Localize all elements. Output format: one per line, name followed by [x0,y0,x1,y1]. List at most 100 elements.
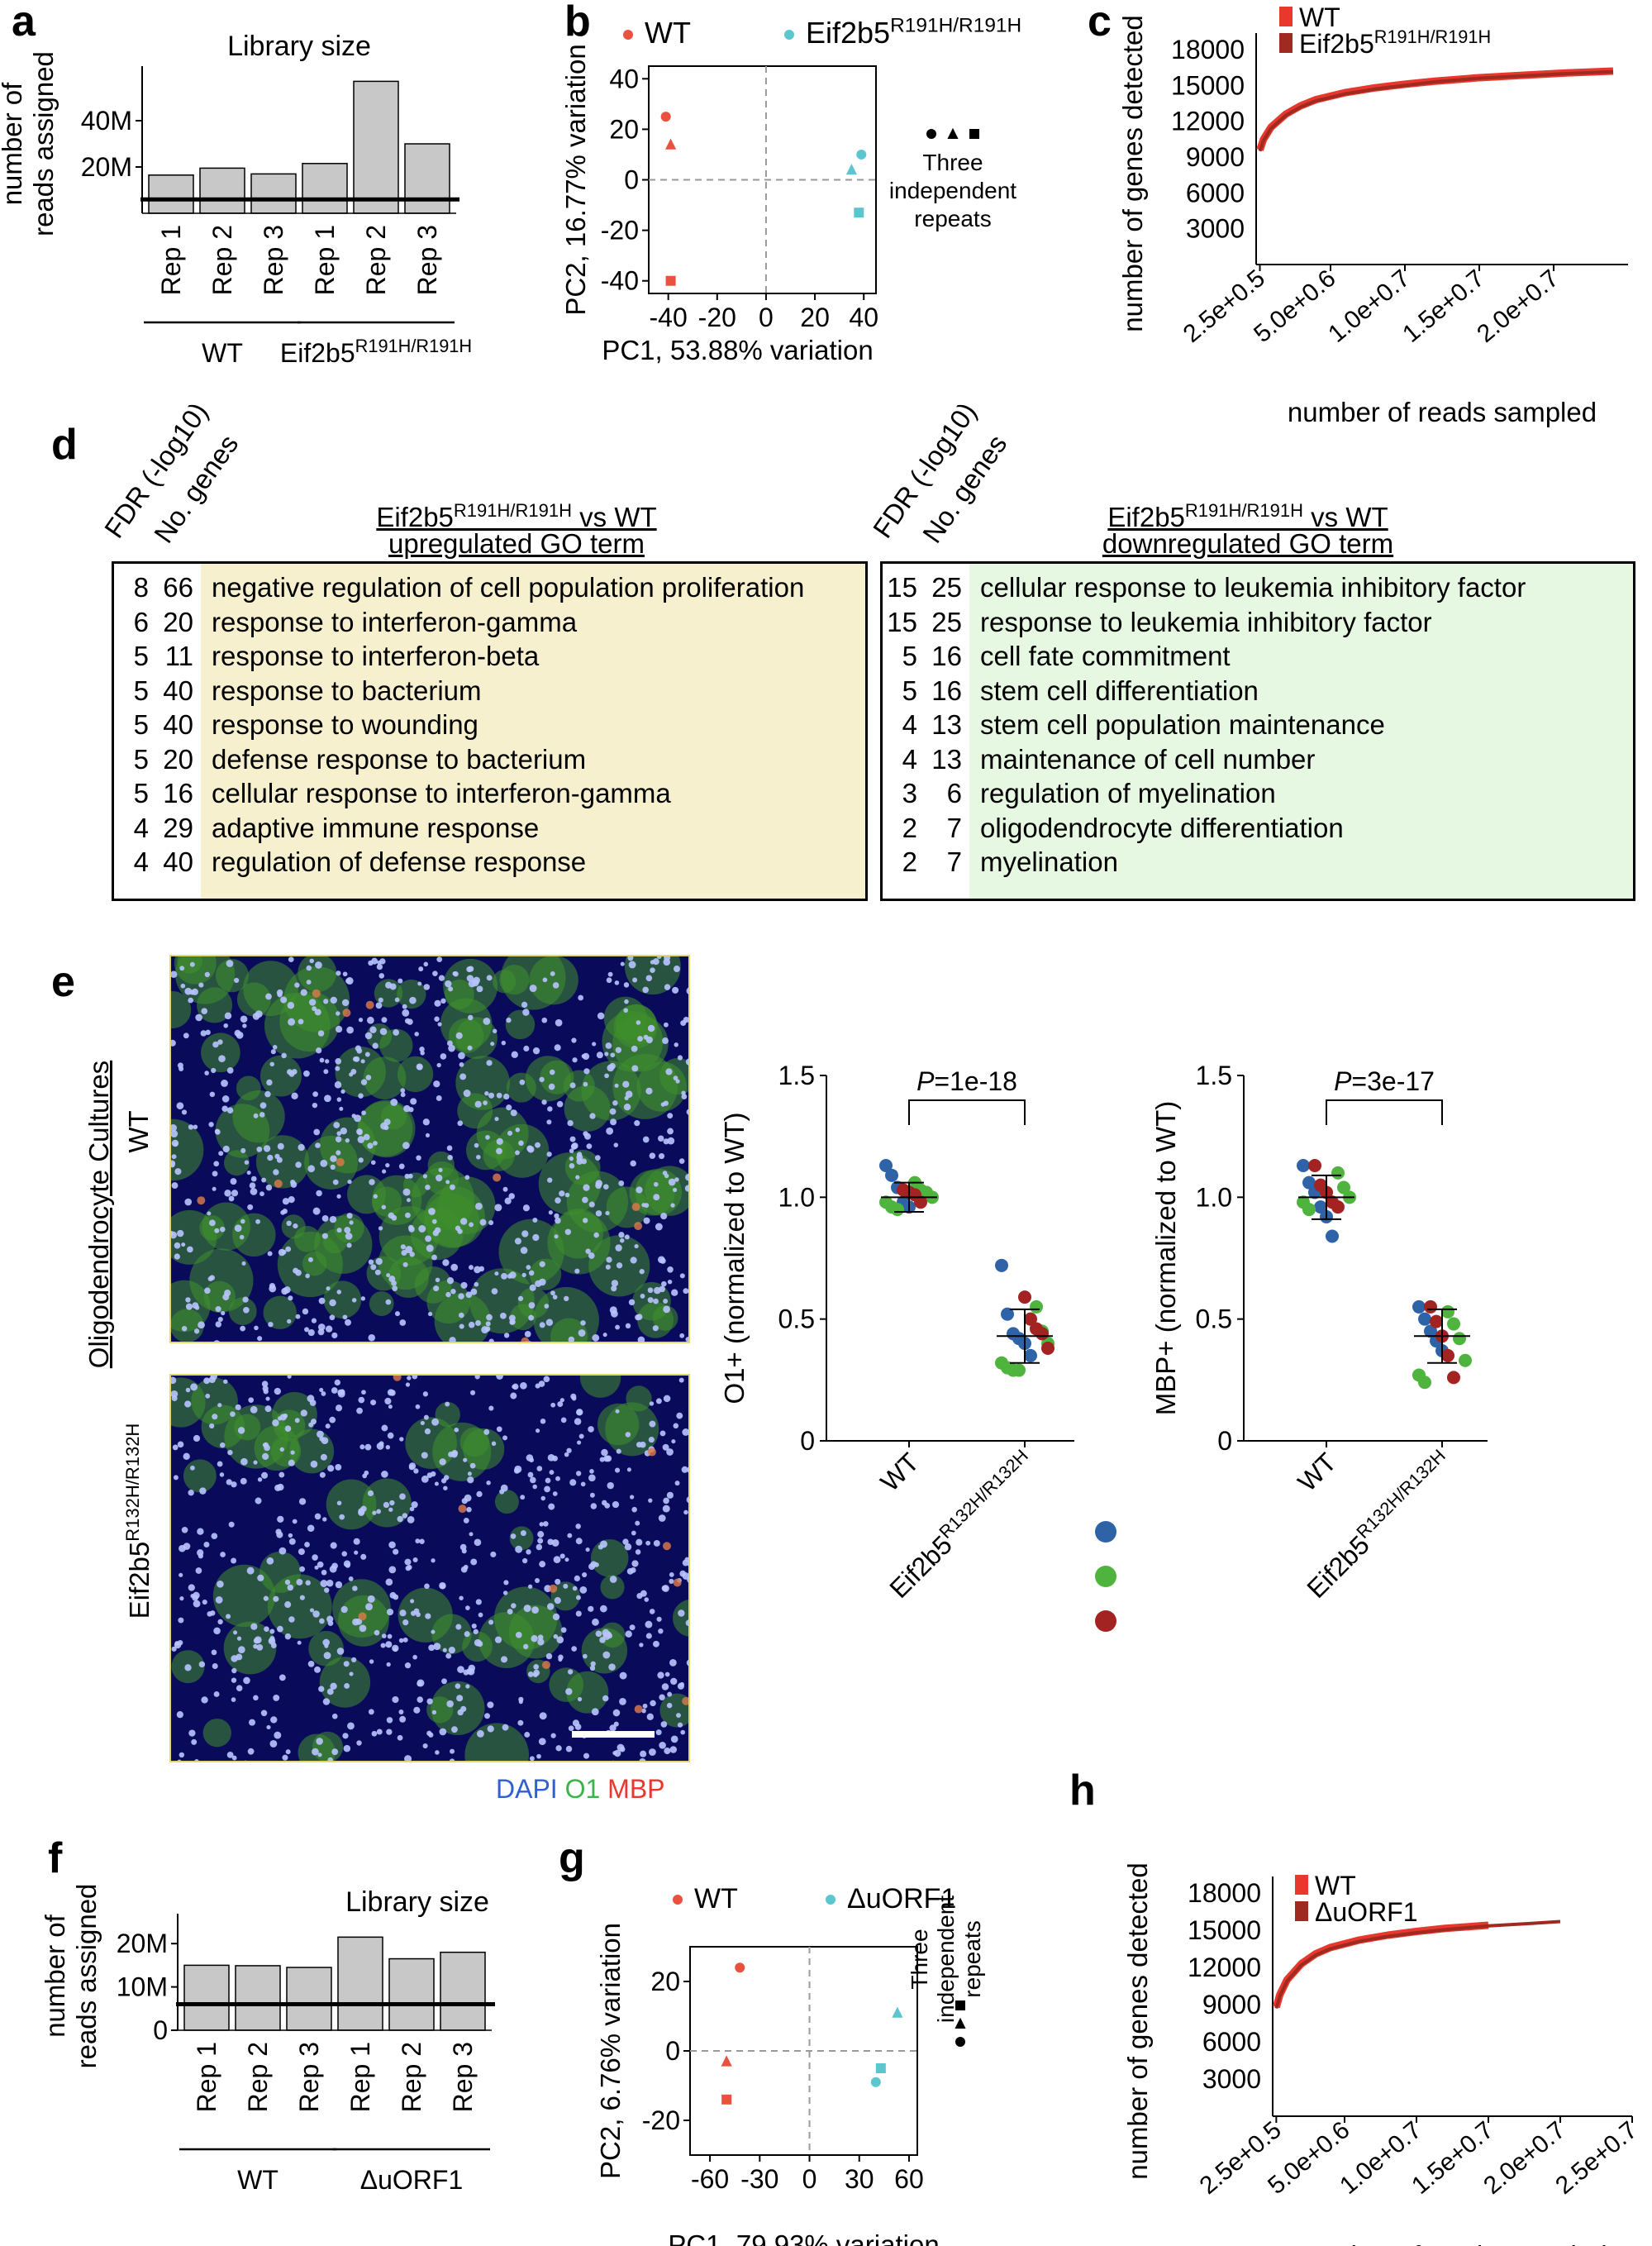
dapi-nucleus [314,1513,321,1520]
dapi-nucleus [402,1637,408,1643]
dapi-nucleus [292,1519,298,1524]
go-term: cellular response to leukemia inhibitory… [980,572,1526,603]
dapi-nucleus [217,1039,223,1045]
dapi-nucleus [632,977,638,983]
dapi-nucleus [324,1643,329,1648]
dapi-nucleus [662,1037,669,1045]
dapi-nucleus [422,1743,428,1749]
legend-label: Eif2b5R191H/R191H [1299,26,1491,59]
x-axis-label: number of reads sampled [1297,2240,1607,2246]
panel-letter-f: f [48,1834,63,1882]
o1-label: O1 [564,1774,601,1804]
dapi-nucleus [183,1032,189,1039]
dapi-nucleus [277,1142,284,1150]
dapi-nucleus [583,1184,590,1191]
dapi-nucleus [436,1174,443,1182]
dapi-nucleus [198,982,204,988]
dapi-nucleus [305,1273,310,1279]
data-point [885,1168,898,1182]
dapi-nucleus [312,1006,317,1012]
dapi-nucleus [304,1327,309,1333]
dapi-nucleus [625,1432,631,1438]
dapi-nucleus [330,1155,337,1162]
dapi-nucleus [420,1051,425,1056]
dapi-nucleus [564,1452,569,1457]
dapi-nucleus [317,1752,322,1757]
dapi-nucleus [496,1092,502,1099]
dapi-nucleus [615,1409,620,1414]
dapi-nucleus [476,1154,481,1160]
dapi-nucleus [363,1133,370,1141]
dapi-nucleus [376,1509,382,1514]
dapi-nucleus [209,1091,216,1098]
dapi-nucleus [321,1215,329,1222]
x-tick-label: WT [1292,1447,1342,1497]
data-point [914,1195,927,1209]
dapi-nucleus [277,1515,284,1524]
dapi-nucleus [515,1632,522,1638]
dapi-nucleus [409,1252,415,1257]
dapi-nucleus [641,1708,646,1714]
dapi-nucleus [486,1060,493,1066]
dapi-nucleus [331,1562,338,1570]
dapi-nucleus [171,1376,177,1385]
dapi-nucleus [645,1540,651,1546]
dapi-nucleus [341,1551,348,1557]
legend-marker [784,30,794,40]
dapi-nucleus [528,1302,536,1309]
dapi-nucleus [523,1643,529,1650]
dapi-nucleus [650,1700,656,1707]
dapi-nucleus [591,1708,599,1716]
dapi-nucleus [595,1182,602,1190]
dapi-nucleus [586,1143,593,1149]
dapi-nucleus [558,1654,564,1661]
dapi-nucleus [219,1226,226,1233]
o1-cell [397,1056,434,1093]
dapi-nucleus [339,1106,344,1111]
dapi-nucleus [575,1610,582,1617]
dapi-nucleus [189,961,195,967]
fdr-value: 5 [133,778,149,808]
dapi-nucleus [527,1471,534,1478]
dapi-nucleus [213,1161,220,1167]
dapi-nucleus [657,1671,664,1679]
dapi-nucleus [402,1142,410,1149]
dapi-nucleus [381,1424,388,1432]
dapi-nucleus [360,1505,367,1512]
dapi-nucleus [635,1314,641,1321]
y-tick-label: 15000 [1188,1915,1261,1945]
dapi-nucleus [435,1277,440,1283]
dapi-nucleus [533,1664,540,1670]
dapi-nucleus [309,958,315,964]
dapi-nucleus [436,1095,442,1101]
dapi-nucleus [663,1022,669,1028]
legend-marker [673,1895,683,1905]
dapi-nucleus [336,1228,342,1233]
o1-cell [533,1286,599,1342]
dapi-nucleus [678,1158,685,1164]
bar [337,1936,383,2031]
dapi-nucleus [220,1552,226,1557]
dapi-nucleus [223,1379,228,1385]
dapi-nucleus [476,985,483,993]
dapi-nucleus [622,1538,629,1545]
dapi-nucleus [542,1521,549,1527]
dapi-nucleus [483,1428,490,1435]
o1-cell [659,1693,688,1728]
dapi-nucleus [460,1281,468,1290]
dapi-nucleus [488,1405,494,1411]
bar [388,1958,435,2031]
dapi-nucleus [583,1131,588,1137]
dapi-nucleus [255,1497,262,1504]
dapi-nucleus [507,1609,513,1614]
dapi-nucleus [607,1481,614,1490]
dapi-nucleus [252,1013,260,1020]
dapi-nucleus [385,981,393,989]
dapi-nucleus [183,1543,191,1550]
dapi-nucleus [609,1062,616,1070]
dapi-nucleus [204,1071,209,1075]
dapi-nucleus [507,1130,513,1136]
data-point [856,149,867,160]
term-background [201,564,865,899]
y-tick-label: 6000 [1186,178,1245,207]
